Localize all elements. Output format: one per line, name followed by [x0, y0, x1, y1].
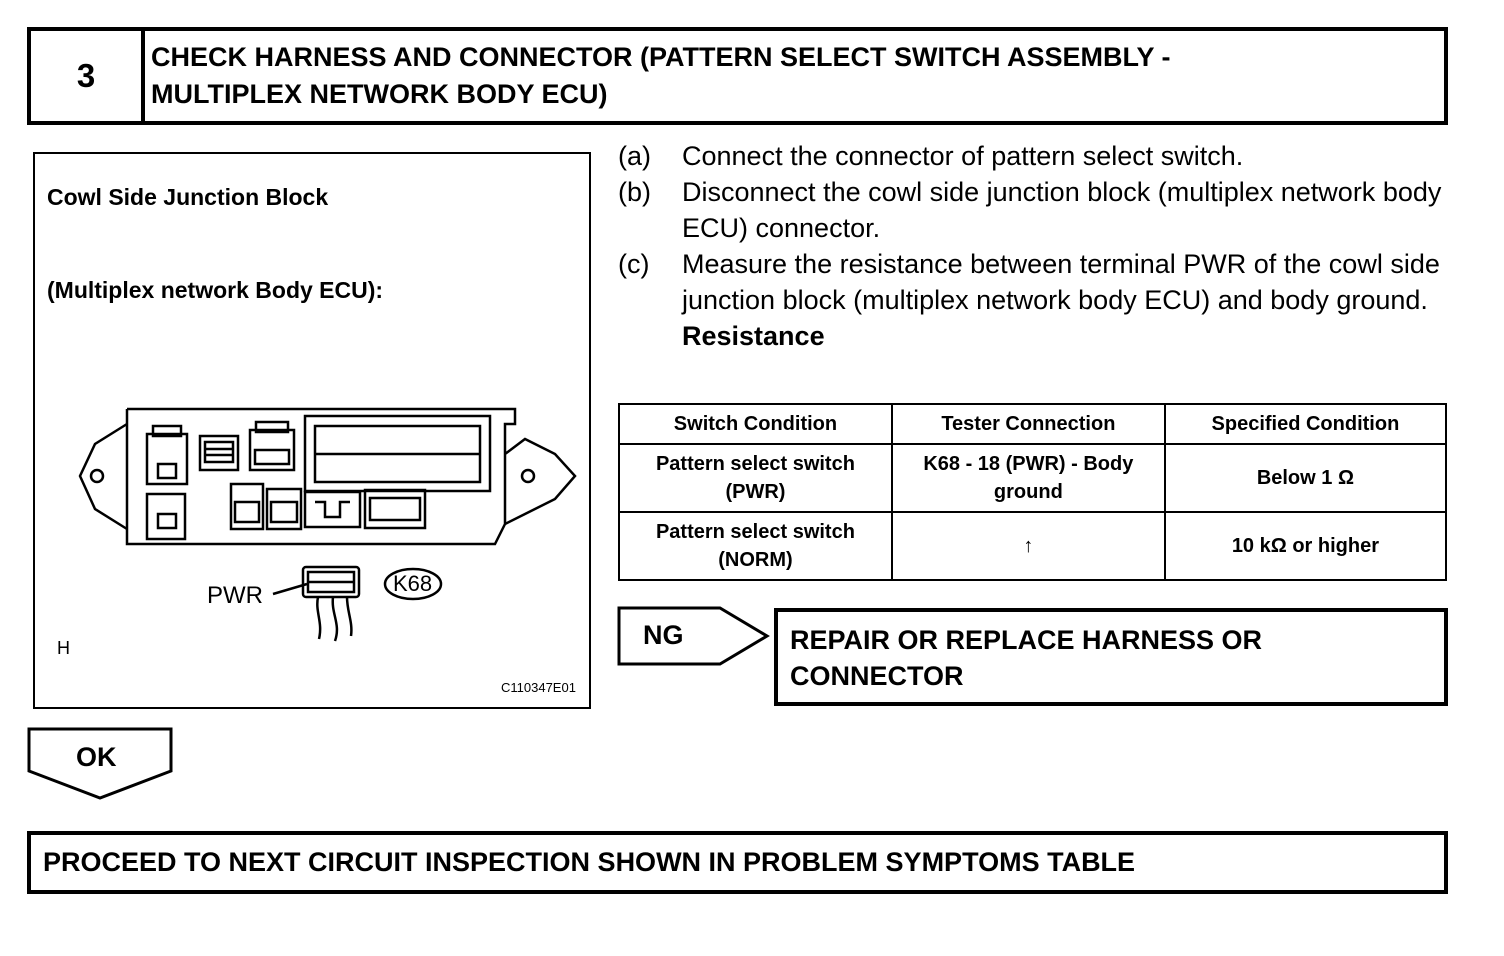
connector-figure: Cowl Side Junction Block (Multiplex netw… — [33, 152, 591, 709]
table-row: Pattern select switch (NORM) ↑ 10 kΩ or … — [618, 511, 1448, 581]
step-c-text: Measure the resistance between terminal … — [682, 249, 1440, 315]
ng-action-line-1: REPAIR OR REPLACE HARNESS OR — [790, 625, 1263, 655]
resistance-spec-table: Switch Condition Tester Connection Speci… — [618, 403, 1448, 581]
connector-id-label: K68 — [393, 571, 433, 596]
instruction-steps: (a) Connect the connector of pattern sel… — [618, 138, 1448, 354]
step-c-label: (c) — [618, 249, 650, 279]
ok-arrow: OK — [27, 727, 173, 800]
figure-label-line-2: (Multiplex network Body ECU): — [47, 277, 384, 303]
pwr-label: PWR — [207, 582, 263, 609]
step-b: (b) Disconnect the cowl side junction bl… — [618, 174, 1448, 246]
table-header-cell: Tester Connection — [890, 403, 1166, 445]
step-title-line-1: CHECK HARNESS AND CONNECTOR (PATTERN SEL… — [151, 42, 1171, 72]
step-c: (c) Measure the resistance between termi… — [618, 246, 1448, 318]
table-cell: Pattern select switch (PWR) — [618, 443, 893, 513]
ng-action-line-2: CONNECTOR — [790, 661, 964, 691]
ng-label: NG — [643, 620, 684, 650]
figure-code: C110347E01 — [501, 680, 576, 695]
table-header-cell: Specified Condition — [1163, 403, 1448, 445]
step-a-text: Connect the connector of pattern select … — [682, 141, 1244, 171]
junction-block-drawing — [78, 407, 577, 642]
step-title-line-2: MULTIPLEX NETWORK BODY ECU) — [151, 79, 608, 109]
figure-label-line-1: Cowl Side Junction Block — [47, 184, 329, 210]
resistance-heading: Resistance — [682, 321, 825, 351]
table-cell: Pattern select switch (NORM) — [618, 511, 893, 581]
ok-label: OK — [76, 742, 117, 772]
table-header-cell: Switch Condition — [618, 403, 893, 445]
table-cell: Below 1 Ω — [1163, 443, 1448, 513]
step-number: 3 — [31, 31, 145, 121]
ng-action-box: REPAIR OR REPLACE HARNESS OR CONNECTOR — [774, 608, 1448, 706]
step-title: CHECK HARNESS AND CONNECTOR (PATTERN SEL… — [151, 39, 1432, 113]
table-header-row: Switch Condition Tester Connection Speci… — [618, 403, 1448, 445]
table-cell: 10 kΩ or higher — [1163, 511, 1448, 581]
step-header: 3 CHECK HARNESS AND CONNECTOR (PATTERN S… — [27, 27, 1448, 125]
step-b-label: (b) — [618, 177, 651, 207]
table-row: Pattern select switch (PWR) K68 - 18 (PW… — [618, 443, 1448, 513]
step-a-label: (a) — [618, 141, 651, 171]
table-cell: ↑ — [890, 511, 1166, 581]
ng-arrow: NG — [617, 606, 770, 666]
step-a: (a) Connect the connector of pattern sel… — [618, 138, 1448, 174]
next-step-box: PROCEED TO NEXT CIRCUIT INSPECTION SHOWN… — [27, 831, 1448, 894]
step-b-text: Disconnect the cowl side junction block … — [682, 177, 1442, 243]
table-cell: K68 - 18 (PWR) - Body ground — [890, 443, 1166, 513]
corner-letter: H — [57, 638, 70, 658]
